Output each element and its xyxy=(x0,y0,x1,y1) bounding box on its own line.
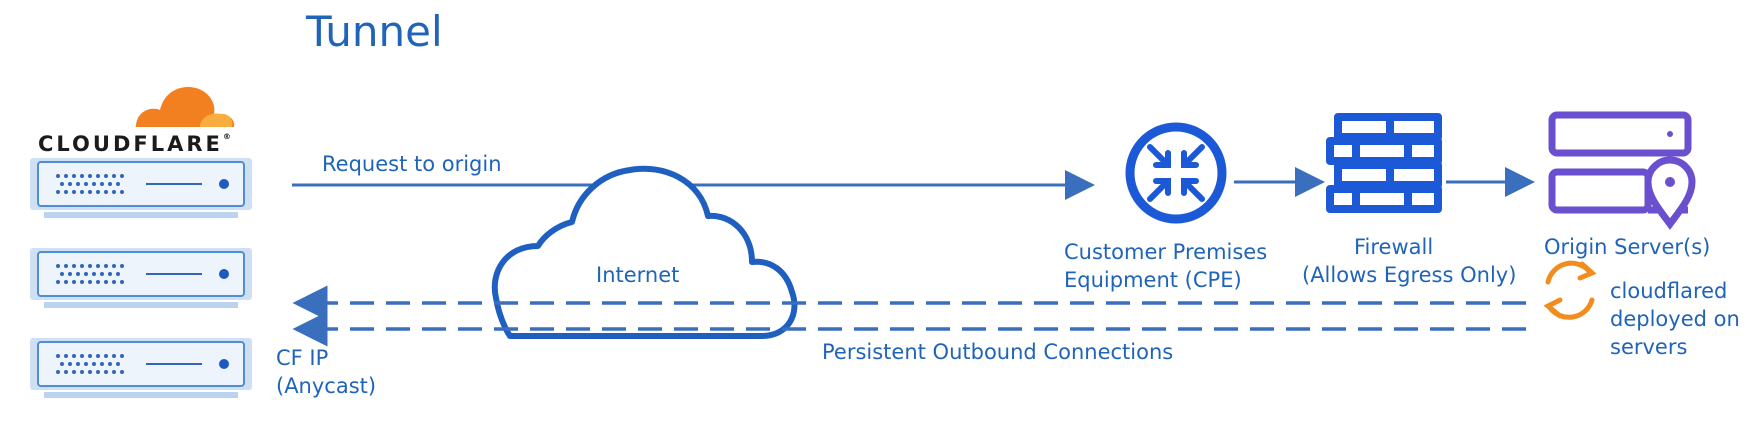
cloudflared-label-line2: deployed on xyxy=(1610,307,1740,331)
cloudflare-cloud-icon xyxy=(136,86,235,127)
cpe-label-line2: Equipment (CPE) xyxy=(1064,268,1242,292)
brand-registered-mark: ® xyxy=(222,132,231,141)
cf-ip-label-line2: (Anycast) xyxy=(276,374,377,398)
origin-label: Origin Server(s) xyxy=(1544,235,1711,259)
cpe-router-icon xyxy=(1125,122,1227,224)
cpe-label-line1: Customer Premises xyxy=(1064,240,1268,264)
persistent-connections-label: Persistent Outbound Connections xyxy=(822,340,1174,364)
cloudflare-wordmark: CLOUDFLARE® xyxy=(38,132,231,156)
firewall-label-line2: (Allows Egress Only) xyxy=(1302,263,1517,287)
firewall-icon xyxy=(1326,113,1442,213)
request-label: Request to origin xyxy=(322,152,502,176)
server-rack-icon xyxy=(30,158,252,218)
cloudflared-label-line3: servers xyxy=(1610,335,1688,359)
brand-name: CLOUDFLARE xyxy=(38,132,223,156)
cloudflared-label-line1: cloudflared xyxy=(1610,279,1728,303)
cf-ip-label-line1: CF IP xyxy=(276,346,329,370)
server-rack-icon xyxy=(30,338,252,398)
server-rack-icon xyxy=(30,248,252,308)
origin-server-icon xyxy=(1548,111,1696,230)
internet-label: Internet xyxy=(596,263,680,287)
page-title: Tunnel xyxy=(306,7,443,56)
firewall-label-line1: Firewall xyxy=(1354,235,1434,259)
internet-cloud-icon xyxy=(491,165,798,339)
sync-icon xyxy=(1543,260,1597,320)
